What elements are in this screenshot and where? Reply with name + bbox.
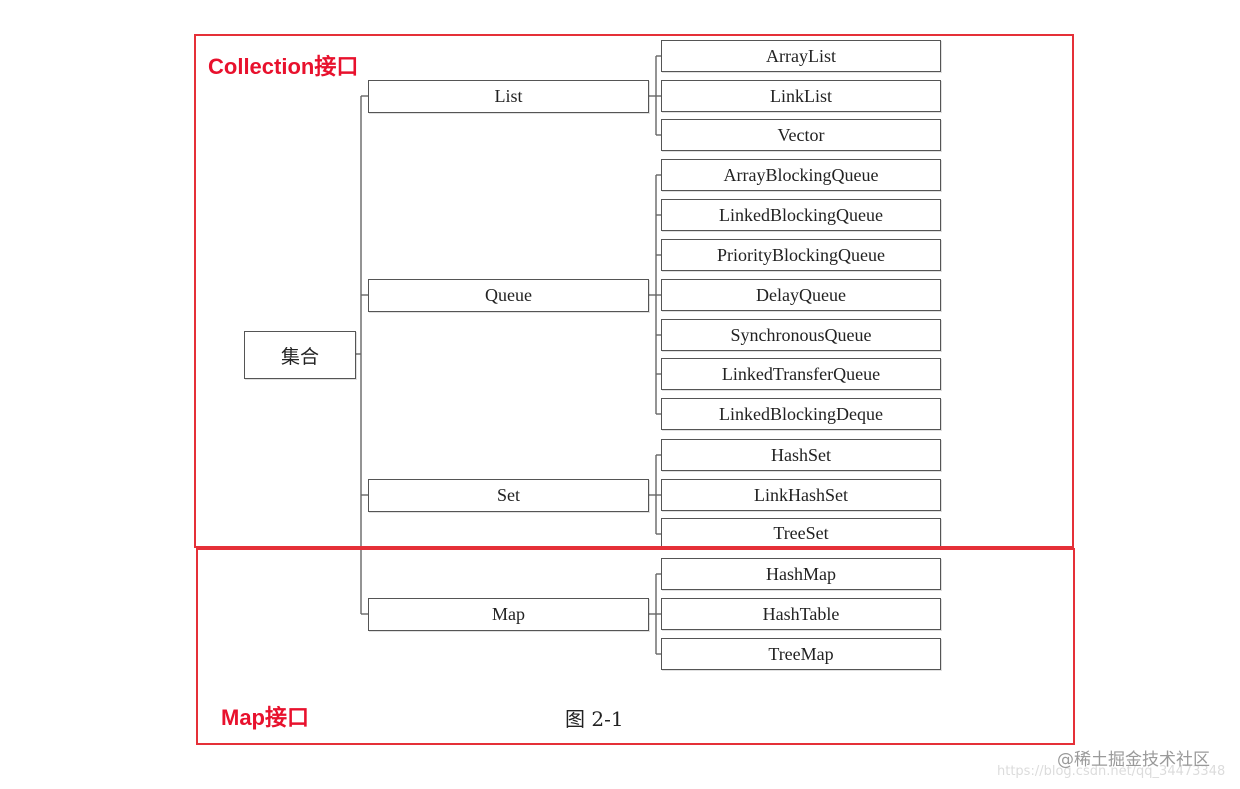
- category-node-queue: Queue: [368, 279, 649, 312]
- root-node: 集合: [244, 331, 356, 379]
- leaf-node-vector: Vector: [661, 119, 941, 151]
- category-node-list: List: [368, 80, 649, 113]
- map-interface-label: Map接口: [221, 705, 310, 730]
- leaf-node-treemap: TreeMap: [661, 638, 941, 670]
- leaf-node-linkedblockingdeque: LinkedBlockingDeque: [661, 398, 941, 430]
- leaf-node-linkhashset: LinkHashSet: [661, 479, 941, 511]
- leaf-node-treeset: TreeSet: [661, 518, 941, 548]
- leaf-node-priorityblockingqueue: PriorityBlockingQueue: [661, 239, 941, 271]
- leaf-node-linkedtransferqueue: LinkedTransferQueue: [661, 358, 941, 390]
- juejin-watermark: @稀土掘金技术社区: [1057, 750, 1210, 770]
- csdn-url-watermark: https://blog.csdn.net/qq_34473348: [997, 764, 1226, 779]
- leaf-node-linklist: LinkList: [661, 80, 941, 112]
- leaf-node-hashmap: HashMap: [661, 558, 941, 590]
- collection-interface-label: Collection接口: [208, 54, 359, 79]
- leaf-node-synchronousqueue: SynchronousQueue: [661, 319, 941, 351]
- category-node-map: Map: [368, 598, 649, 631]
- leaf-node-linkedblockingqueue: LinkedBlockingQueue: [661, 199, 941, 231]
- leaf-node-hashset: HashSet: [661, 439, 941, 471]
- leaf-node-hashtable: HashTable: [661, 598, 941, 630]
- figure-caption: 图 2-1: [565, 707, 624, 731]
- collection-highlight-frame: [194, 34, 1074, 548]
- leaf-node-delayqueue: DelayQueue: [661, 279, 941, 311]
- leaf-node-arraylist: ArrayList: [661, 40, 941, 72]
- map-highlight-frame: [196, 548, 1075, 745]
- leaf-node-arrayblockingqueue: ArrayBlockingQueue: [661, 159, 941, 191]
- category-node-set: Set: [368, 479, 649, 512]
